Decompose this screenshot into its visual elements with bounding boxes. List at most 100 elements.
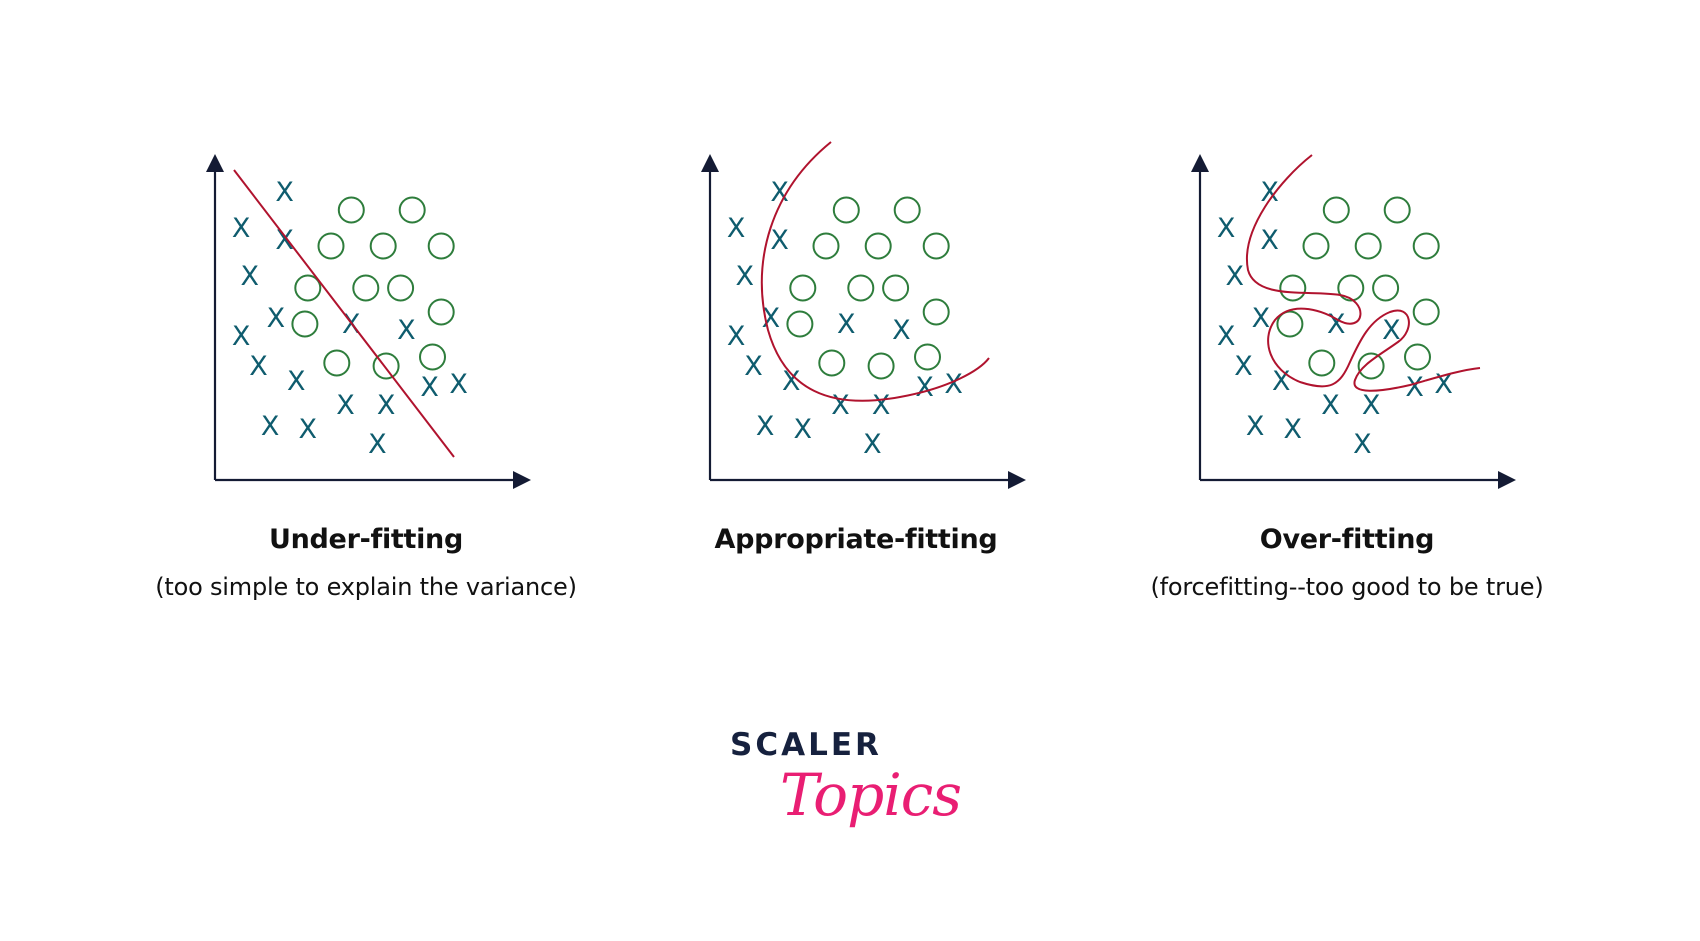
cross-point: X	[241, 261, 260, 292]
cross-point: X	[736, 261, 755, 292]
cross-point: X	[1234, 351, 1253, 382]
logo-script-text: Topics	[780, 761, 962, 829]
circle-point	[832, 196, 860, 224]
cross-point: X	[782, 366, 801, 397]
cross-point: X	[232, 213, 251, 244]
caption-under-fitting: Under-fitting (too simple to explain the…	[66, 523, 666, 603]
cross-point: X	[377, 390, 396, 421]
cross-point: X	[267, 303, 286, 334]
cross-point: X	[1217, 321, 1236, 352]
y-axis-arrow-icon	[206, 154, 224, 172]
panel-title: Under-fitting	[268, 524, 464, 555]
cross-point: X	[1217, 213, 1236, 244]
cross-point: X	[336, 390, 355, 421]
circle-point	[882, 274, 910, 302]
circle-point	[427, 298, 455, 326]
cross-point: X	[837, 309, 856, 340]
circle-point	[1357, 352, 1385, 380]
cross-point: X	[770, 225, 789, 256]
circle-point	[1372, 274, 1400, 302]
circle-point	[317, 232, 345, 260]
scaler-topics-logo: SCALER Topics	[730, 727, 970, 867]
fit-curve	[760, 141, 990, 402]
cross-point: X	[1405, 372, 1424, 403]
circle-point	[387, 274, 415, 302]
circle-point	[352, 274, 380, 302]
circle-point	[812, 232, 840, 260]
x-axis-arrow-icon	[1008, 471, 1026, 489]
circle-point	[372, 352, 400, 380]
y-axis-arrow-icon	[1191, 154, 1209, 172]
circle-point	[1383, 196, 1411, 224]
circle-point	[1279, 274, 1307, 302]
cross-point: X	[727, 321, 746, 352]
cross-point: X	[261, 411, 280, 442]
cross-point: X	[1284, 414, 1303, 445]
panel-title: Appropriate-fitting	[714, 524, 998, 555]
circle-point	[1404, 343, 1431, 371]
circle-point	[847, 274, 875, 302]
circle-point	[369, 232, 397, 260]
panel-subtitle: (forcefitting--too good to be true)	[1150, 573, 1544, 601]
cross-point: X	[744, 351, 763, 382]
x-axis-arrow-icon	[513, 471, 531, 489]
circle-point	[323, 349, 351, 377]
circle-point	[291, 310, 319, 338]
cross-point: X	[1246, 411, 1265, 442]
circle-point	[1354, 232, 1382, 260]
circle-point	[789, 274, 817, 302]
circle-point	[1337, 274, 1365, 302]
cross-point: X	[944, 369, 963, 400]
x-axis-arrow-icon	[1498, 471, 1516, 489]
cross-point: X	[449, 369, 468, 400]
circle-point	[1276, 310, 1304, 338]
cross-point: X	[727, 213, 746, 244]
cross-point: X	[770, 177, 789, 208]
cross-point: X	[915, 372, 934, 403]
caption-appropriate-fitting: Appropriate-fitting	[556, 523, 1156, 571]
cross-point: X	[1382, 315, 1401, 346]
circle-point	[864, 232, 892, 260]
circle-point	[867, 352, 895, 380]
cross-point: X	[863, 429, 882, 460]
cross-point: X	[872, 390, 891, 421]
circle-point	[294, 274, 322, 302]
cross-point: X	[794, 414, 813, 445]
circle-point	[922, 298, 950, 326]
circle-point	[337, 196, 365, 224]
cross-point: X	[1321, 390, 1340, 421]
fit-curve	[233, 169, 455, 458]
cross-point: X	[1327, 309, 1346, 340]
circle-point	[419, 343, 446, 371]
circle-point	[893, 196, 921, 224]
caption-over-fitting: Over-fitting (forcefitting--too good to …	[1047, 523, 1647, 603]
cross-point: X	[420, 372, 439, 403]
cross-point: X	[1252, 303, 1271, 334]
y-axis-arrow-icon	[701, 154, 719, 172]
cross-point: X	[1226, 261, 1245, 292]
cross-point: X	[249, 351, 268, 382]
cross-point: X	[1260, 177, 1279, 208]
cross-point: X	[756, 411, 775, 442]
cross-point: X	[275, 225, 294, 256]
circle-point	[1322, 196, 1350, 224]
circle-point	[398, 196, 426, 224]
panel-subtitle: (too simple to explain the variance)	[155, 573, 577, 601]
cross-point: X	[232, 321, 251, 352]
circle-point	[1412, 298, 1440, 326]
cross-point: X	[368, 429, 387, 460]
circle-point	[818, 349, 846, 377]
circle-point	[922, 232, 950, 260]
circle-point	[786, 310, 814, 338]
circle-point	[1302, 232, 1330, 260]
cross-point: X	[1353, 429, 1372, 460]
circle-point	[1308, 349, 1336, 377]
cross-point: X	[287, 366, 306, 397]
logo-brand-text: SCALER	[730, 727, 882, 763]
cross-point: X	[831, 390, 850, 421]
cross-point: X	[1260, 225, 1279, 256]
